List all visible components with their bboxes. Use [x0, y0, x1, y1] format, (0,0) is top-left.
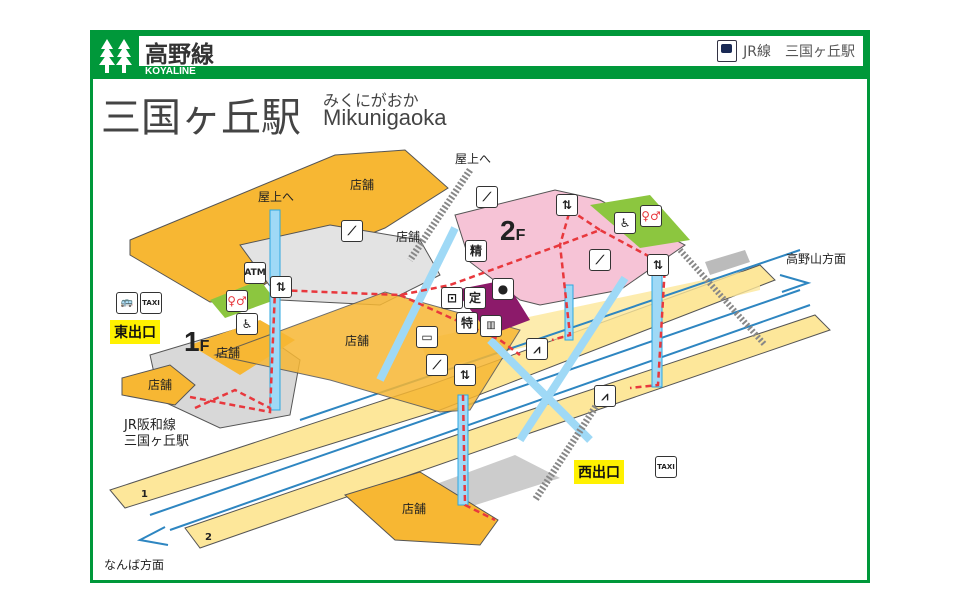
station-staff-icon: ● [492, 278, 514, 300]
shop-label: 店舗 [396, 230, 421, 244]
accessible-route [551, 208, 601, 342]
line-romaji: KOYALINE [145, 66, 196, 77]
floor-1f-label: 1F [184, 326, 209, 358]
locker-icon: ▭ [416, 326, 438, 348]
shop-bottom-area [344, 471, 499, 546]
toilet-icon: ♀♂ [640, 205, 662, 227]
commuter-pass-icon: 定 [464, 287, 486, 309]
platform-number: 2 [205, 532, 212, 543]
shop-label: 店舗 [350, 178, 375, 192]
arrow-namba [136, 526, 169, 546]
taxi-icon: TAXI [655, 456, 677, 478]
elevator-shaft [564, 284, 574, 341]
shop-label: 店舗 [345, 334, 370, 348]
west-exit-label: 西出口 [574, 460, 624, 484]
header-title-bar [139, 36, 863, 66]
escalator-icon: ⟋ [589, 249, 611, 271]
line-name: 高野線 [145, 42, 214, 68]
escalator-icon: ⟋ [476, 186, 498, 208]
elevator-icon: ⇅ [647, 254, 669, 276]
wheelchair-icon: ♿ [614, 212, 636, 234]
elevator-icon: ⇅ [454, 364, 476, 386]
station-romaji: Mikunigaoka [323, 105, 447, 130]
express-ticket-icon: 特 [456, 312, 478, 334]
shop-label: 店舗 [216, 346, 241, 360]
accessible-route [461, 394, 496, 522]
floor-2f-label: 2F [500, 215, 525, 247]
koya-tree-logo [99, 39, 132, 73]
stairs [677, 247, 768, 348]
taxi-icon: TAXI [140, 292, 162, 314]
accessible-route [194, 388, 271, 410]
rooftop-label: 屋上へ [258, 190, 295, 204]
train-icon [717, 40, 738, 62]
escalator [516, 275, 629, 443]
line-header: 高野線 KOYALINE JR線 三国ヶ丘駅 [93, 33, 867, 79]
transfer-label: JR線 三国ヶ丘駅 [743, 44, 855, 60]
escalator-icon: ⟋ [426, 354, 448, 376]
accessible-route [189, 228, 667, 414]
direction-namba: なんば方面 [104, 558, 165, 572]
shop-label: 店舗 [402, 502, 427, 516]
station-kana: みくにがおか [323, 91, 419, 110]
floor-number: 1 [184, 326, 200, 357]
bus-icon: 🚌 [116, 292, 138, 314]
escalator [487, 337, 593, 443]
ticket-machine-icon: ⊡ [441, 287, 463, 309]
floor-suffix: F [515, 227, 526, 244]
fare-adjustment-icon: 精 [465, 240, 487, 262]
floor-number: 2 [500, 215, 516, 246]
direction-koyasan: 高野山方面 [786, 252, 847, 266]
stairs-icon: ⩘ [594, 385, 616, 407]
escalator-icon: ⟋ [341, 220, 363, 242]
grey-structure [705, 250, 750, 275]
toilet-icon: ♀♂ [226, 290, 248, 312]
east-exit-label: 東出口 [110, 320, 160, 344]
rooftop-label: 屋上へ [455, 152, 492, 166]
transfer-info: JR線 三国ヶ丘駅 [717, 40, 855, 62]
rail-line [169, 304, 811, 531]
ticket-gate-icon: ▥ [480, 315, 502, 337]
atm-icon: ATM [244, 262, 266, 284]
shop-left-area [121, 364, 196, 406]
station-name: 三国ヶ丘駅 [101, 95, 301, 141]
shop-center-area [213, 291, 521, 413]
floor-suffix: F [199, 338, 210, 355]
shop-label: 店舗 [148, 378, 173, 392]
platform-number: 1 [141, 489, 148, 500]
escalator [376, 226, 459, 382]
stairs-icon: ⩘ [526, 338, 548, 360]
elevator-icon: ⇅ [270, 276, 292, 298]
arrow-koyasan [779, 274, 812, 293]
jr-station-label: JR阪和線 [124, 418, 176, 433]
wheelchair-icon: ♿ [236, 313, 258, 335]
platform-2 [184, 314, 831, 549]
elevator-icon: ⇅ [556, 194, 578, 216]
jr-station-label: 三国ヶ丘駅 [124, 434, 190, 449]
elevator-shaft [651, 271, 663, 388]
